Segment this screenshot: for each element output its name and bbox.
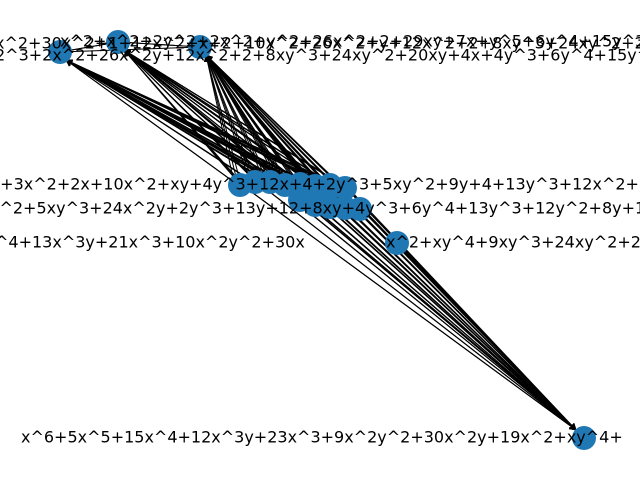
graph-edge bbox=[335, 209, 577, 431]
node-label-middle-right: x^2+xy^4+9xy^3+24xy^2+2 bbox=[386, 233, 640, 252]
graph-edge bbox=[65, 59, 258, 186]
graph-edge bbox=[275, 184, 577, 431]
graph-node bbox=[333, 176, 357, 200]
graph-edge bbox=[65, 59, 243, 189]
labels-group: x^2+30x^2+1+12x^2+x+2+10x^2+26x^2+y+12x^… bbox=[0, 32, 640, 447]
node-label-middle-left: ^4+13x^3y+21x^3+10x^2y^2+30x bbox=[0, 233, 305, 252]
node-label-middle-row-lower: y^2+5xy^3+24x^2y+2y^3+13y+12+8xy+4y^3+6y… bbox=[0, 199, 640, 218]
graph-edge bbox=[330, 197, 577, 431]
graph-edge bbox=[59, 43, 201, 53]
graph-node bbox=[385, 231, 409, 255]
graph-edge bbox=[117, 38, 201, 48]
graph-node bbox=[313, 183, 337, 207]
graph-edge bbox=[245, 187, 577, 431]
nodes-group bbox=[48, 30, 596, 450]
node-label-bottom: x^6+5x^5+15x^4+12x^3y+23x^3+9x^2y^2+30x^… bbox=[21, 428, 623, 447]
graph-edge bbox=[205, 54, 348, 192]
node-label-top-left-2: 2^3+2x^2+26x^2y+12x^2+2+8xy^3+24xy^2+20x… bbox=[0, 46, 640, 65]
node-label-middle-row: 1+3x^2+2x+10x^2+xy+4y^3+12x+4+2y^3+5xy^2… bbox=[0, 175, 640, 194]
graph-edge bbox=[396, 242, 577, 431]
graph-node bbox=[48, 40, 72, 64]
graph-node bbox=[572, 426, 596, 450]
graph-node bbox=[348, 197, 372, 221]
node-label-top-middle: x^2+x^2+2y^2+2x^2+y^2+26x^2+2+29xy+7x+y^… bbox=[60, 32, 640, 51]
graph-node bbox=[188, 35, 212, 59]
graph-edge bbox=[335, 187, 577, 431]
graph-edge bbox=[305, 202, 577, 431]
graph-node bbox=[106, 30, 130, 54]
node-label-top-left: x^2+30x^2+1+12x^2+x+2+10x^2+26x^2+y+12x^… bbox=[0, 34, 640, 53]
graph-edge bbox=[123, 49, 352, 192]
graph-edge bbox=[320, 207, 577, 431]
graph-edge bbox=[260, 184, 577, 431]
